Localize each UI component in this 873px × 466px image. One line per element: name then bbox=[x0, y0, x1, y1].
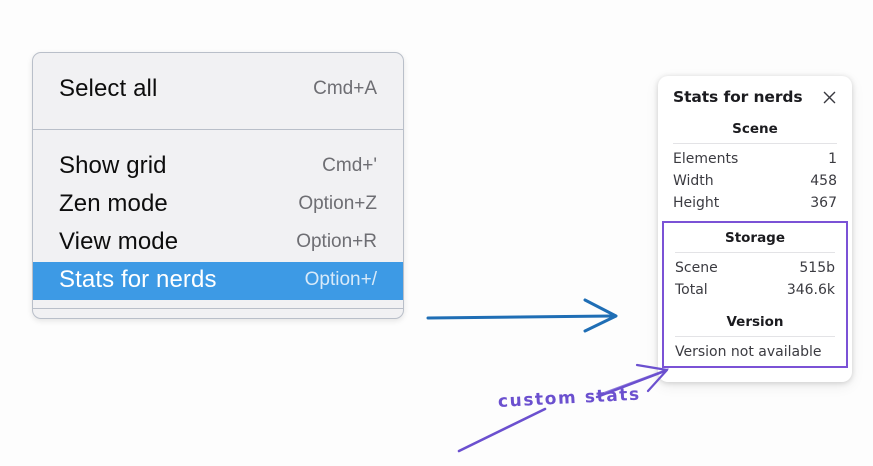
stats-version-value: Version not available bbox=[675, 344, 822, 360]
stats-row-storage-scene: Scene 515b bbox=[664, 257, 846, 279]
menu-item-select-all[interactable]: Select all Cmd+A bbox=[33, 71, 403, 109]
stats-panel-title: Stats for nerds bbox=[673, 88, 803, 106]
stats-row-value: 367 bbox=[810, 195, 837, 211]
stats-row-value: 515b bbox=[799, 260, 835, 276]
stats-panel-body: Scene Elements 1 Width 458 Height 367 St… bbox=[658, 120, 852, 368]
stats-row-key: Width bbox=[673, 173, 714, 189]
stats-row-height: Height 367 bbox=[658, 192, 852, 214]
stats-row-key: Height bbox=[673, 195, 720, 211]
stats-section-version: Version Version not available bbox=[664, 311, 846, 360]
stats-row-storage-total: Total 346.6k bbox=[664, 279, 846, 301]
menu-bottom-padding bbox=[33, 308, 403, 318]
stats-row-key: Elements bbox=[673, 151, 739, 167]
purple-underline-stroke bbox=[457, 407, 547, 453]
menu-item-stats-for-nerds[interactable]: Stats for nerds Option+/ bbox=[33, 262, 403, 300]
stats-panel-titlebar: Stats for nerds bbox=[658, 88, 852, 106]
menu-item-shortcut: Option+R bbox=[296, 231, 377, 252]
section-heading: Storage bbox=[724, 230, 786, 246]
stats-row-key: Scene bbox=[675, 260, 718, 276]
menu-item-shortcut: Option+Z bbox=[298, 193, 377, 214]
stats-row-value: 346.6k bbox=[786, 282, 835, 298]
menu-item-zen-mode[interactable]: Zen mode Option+Z bbox=[33, 186, 403, 224]
menu-top-padding bbox=[33, 61, 403, 71]
section-heading: Version bbox=[726, 314, 784, 330]
stats-row-value: 1 bbox=[828, 151, 837, 167]
stats-for-nerds-panel[interactable]: Stats for nerds Scene Elements 1 Width 4… bbox=[658, 76, 852, 382]
menu-item-label: Select all bbox=[59, 75, 158, 102]
section-heading: Scene bbox=[732, 121, 778, 137]
menu-group-1-padding bbox=[33, 109, 403, 121]
blue-flow-arrow bbox=[426, 298, 618, 333]
section-divider bbox=[675, 336, 835, 337]
canvas-context-menu[interactable]: Select all Cmd+A Show grid Cmd+' Zen mod… bbox=[32, 52, 404, 319]
custom-stats-highlight-box: Storage Scene 515b Total 346.6k Version … bbox=[662, 221, 848, 368]
menu-group-2: Show grid Cmd+' Zen mode Option+Z View m… bbox=[33, 129, 403, 308]
menu-group-1: Select all Cmd+A bbox=[33, 53, 403, 129]
menu-item-shortcut: Cmd+A bbox=[313, 78, 377, 99]
menu-item-shortcut: Option+/ bbox=[304, 269, 377, 290]
custom-stats-note: custom stats bbox=[497, 384, 642, 412]
menu-item-view-mode[interactable]: View mode Option+R bbox=[33, 224, 403, 262]
menu-item-show-grid[interactable]: Show grid Cmd+' bbox=[33, 148, 403, 186]
section-divider bbox=[673, 143, 837, 144]
menu-item-label: Zen mode bbox=[59, 190, 168, 217]
close-icon[interactable] bbox=[820, 88, 838, 106]
menu-item-shortcut: Cmd+' bbox=[322, 155, 377, 176]
stats-row-value: 458 bbox=[810, 173, 837, 189]
stats-row-elements: Elements 1 bbox=[658, 148, 852, 170]
menu-group-2-padding bbox=[33, 138, 403, 148]
stats-row-width: Width 458 bbox=[658, 170, 852, 192]
section-divider bbox=[675, 252, 835, 253]
menu-item-label: Stats for nerds bbox=[59, 266, 217, 293]
menu-item-label: View mode bbox=[59, 228, 179, 255]
stats-section-storage: Storage Scene 515b Total 346.6k bbox=[664, 227, 846, 301]
stats-row-key: Total bbox=[675, 282, 708, 298]
menu-item-label: Show grid bbox=[59, 152, 167, 179]
stats-section-scene: Scene Elements 1 Width 458 Height 367 bbox=[658, 120, 852, 214]
